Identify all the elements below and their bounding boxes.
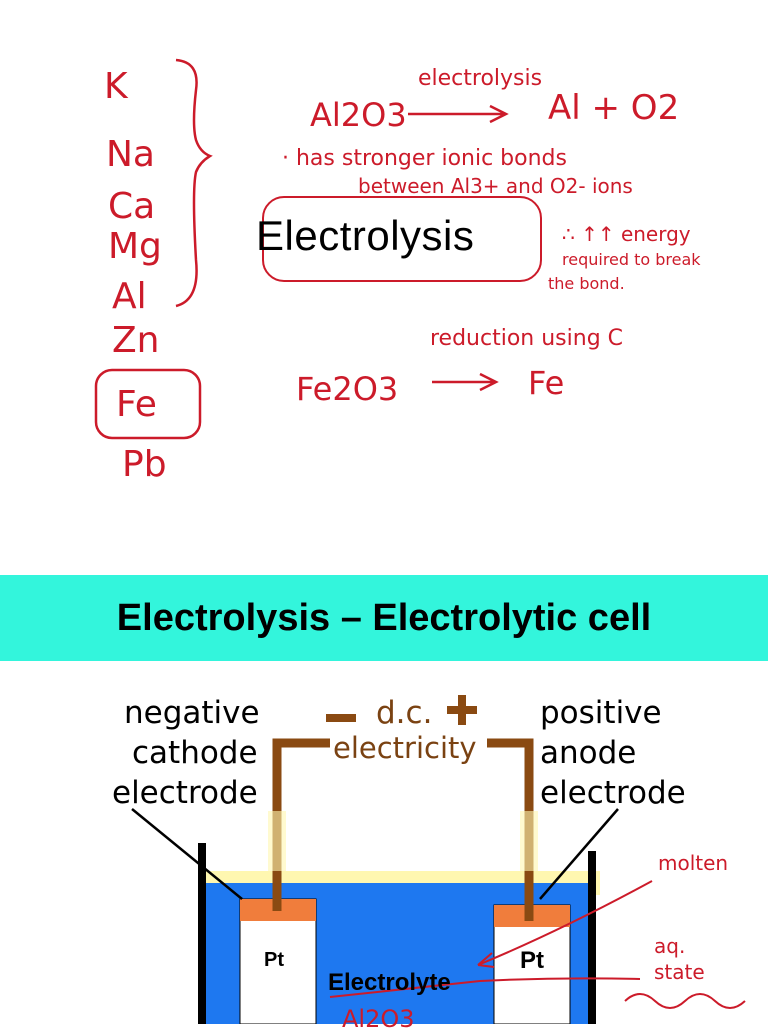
cell-drawing: [110, 691, 746, 1024]
note-between-ions: between Al3+ and O2- ions: [358, 174, 633, 198]
products-al-o2: Al + O2: [548, 88, 680, 128]
reactant-al2o3: Al2O3: [310, 96, 407, 134]
fe-box: [94, 368, 202, 440]
metal-k: K: [104, 66, 128, 107]
container-left-wall: [198, 843, 206, 1024]
header-band: [0, 575, 768, 661]
electrolyte-label: Electrolyte: [328, 969, 451, 996]
metal-fe: Fe: [116, 384, 157, 425]
cathode-pt: Pt: [264, 949, 284, 971]
label-positive: positive: [540, 695, 662, 731]
arrow-electrolysis: [408, 104, 509, 124]
anode-pt: Pt: [520, 947, 544, 974]
slide-title: Electrolysis: [256, 212, 475, 259]
notes-slide: K Na Ca Mg Al Zn Fe Pb electrolysis Al2O…: [94, 58, 701, 485]
annotation-formula: Al2O3: [342, 1005, 415, 1033]
state-squiggle: [624, 993, 746, 1009]
arrow-reduction: [432, 372, 499, 392]
label-cathode: cathode: [132, 735, 258, 771]
metal-zn: Zn: [112, 320, 160, 361]
electrolytic-cell-diagram: negative cathode electrode d.c. electric…: [0, 661, 768, 1033]
label-anode: anode: [540, 735, 637, 771]
label-electrode-right: electrode: [540, 775, 686, 811]
slide2-title: Electrolysis – Electrolytic cell: [116, 597, 652, 639]
annotation-molten: molten: [658, 851, 729, 875]
process-reduction: reduction using C: [430, 326, 624, 351]
right-pointer-line: [539, 808, 619, 900]
container-right-wall: [588, 851, 596, 1024]
metal-na: Na: [106, 134, 155, 175]
electricity-label: electricity: [333, 731, 477, 765]
annotation-aq-state: aq. state: [654, 934, 705, 984]
product-fe: Fe: [528, 364, 565, 402]
reactant-fe2o3: Fe2O3: [296, 370, 399, 408]
dc-label: d.c.: [376, 695, 433, 731]
note-energy: ∴ ↑↑ energy: [562, 222, 691, 246]
metal-al: Al: [112, 276, 147, 317]
process-electrolysis: electrolysis: [418, 66, 543, 91]
reactivity-brace: [175, 58, 213, 308]
handwriting-layer: [94, 58, 509, 440]
metal-mg: Mg: [108, 226, 162, 267]
minus-sign: [326, 714, 356, 722]
metal-ca: Ca: [108, 186, 156, 227]
molten-arrow: [477, 880, 653, 966]
note-break: required to break: [562, 250, 701, 269]
plus-sign: [458, 695, 466, 725]
note-ionic-bonds: · has stronger ionic bonds: [282, 146, 567, 171]
label-negative: negative: [124, 695, 260, 731]
note-bond: the bond.: [548, 274, 625, 293]
left-pointer-line: [131, 808, 243, 900]
title-outline: [262, 196, 542, 282]
label-electrode-left: electrode: [112, 775, 258, 811]
electrolyte-underline: [329, 977, 641, 998]
metal-pb: Pb: [122, 444, 167, 485]
